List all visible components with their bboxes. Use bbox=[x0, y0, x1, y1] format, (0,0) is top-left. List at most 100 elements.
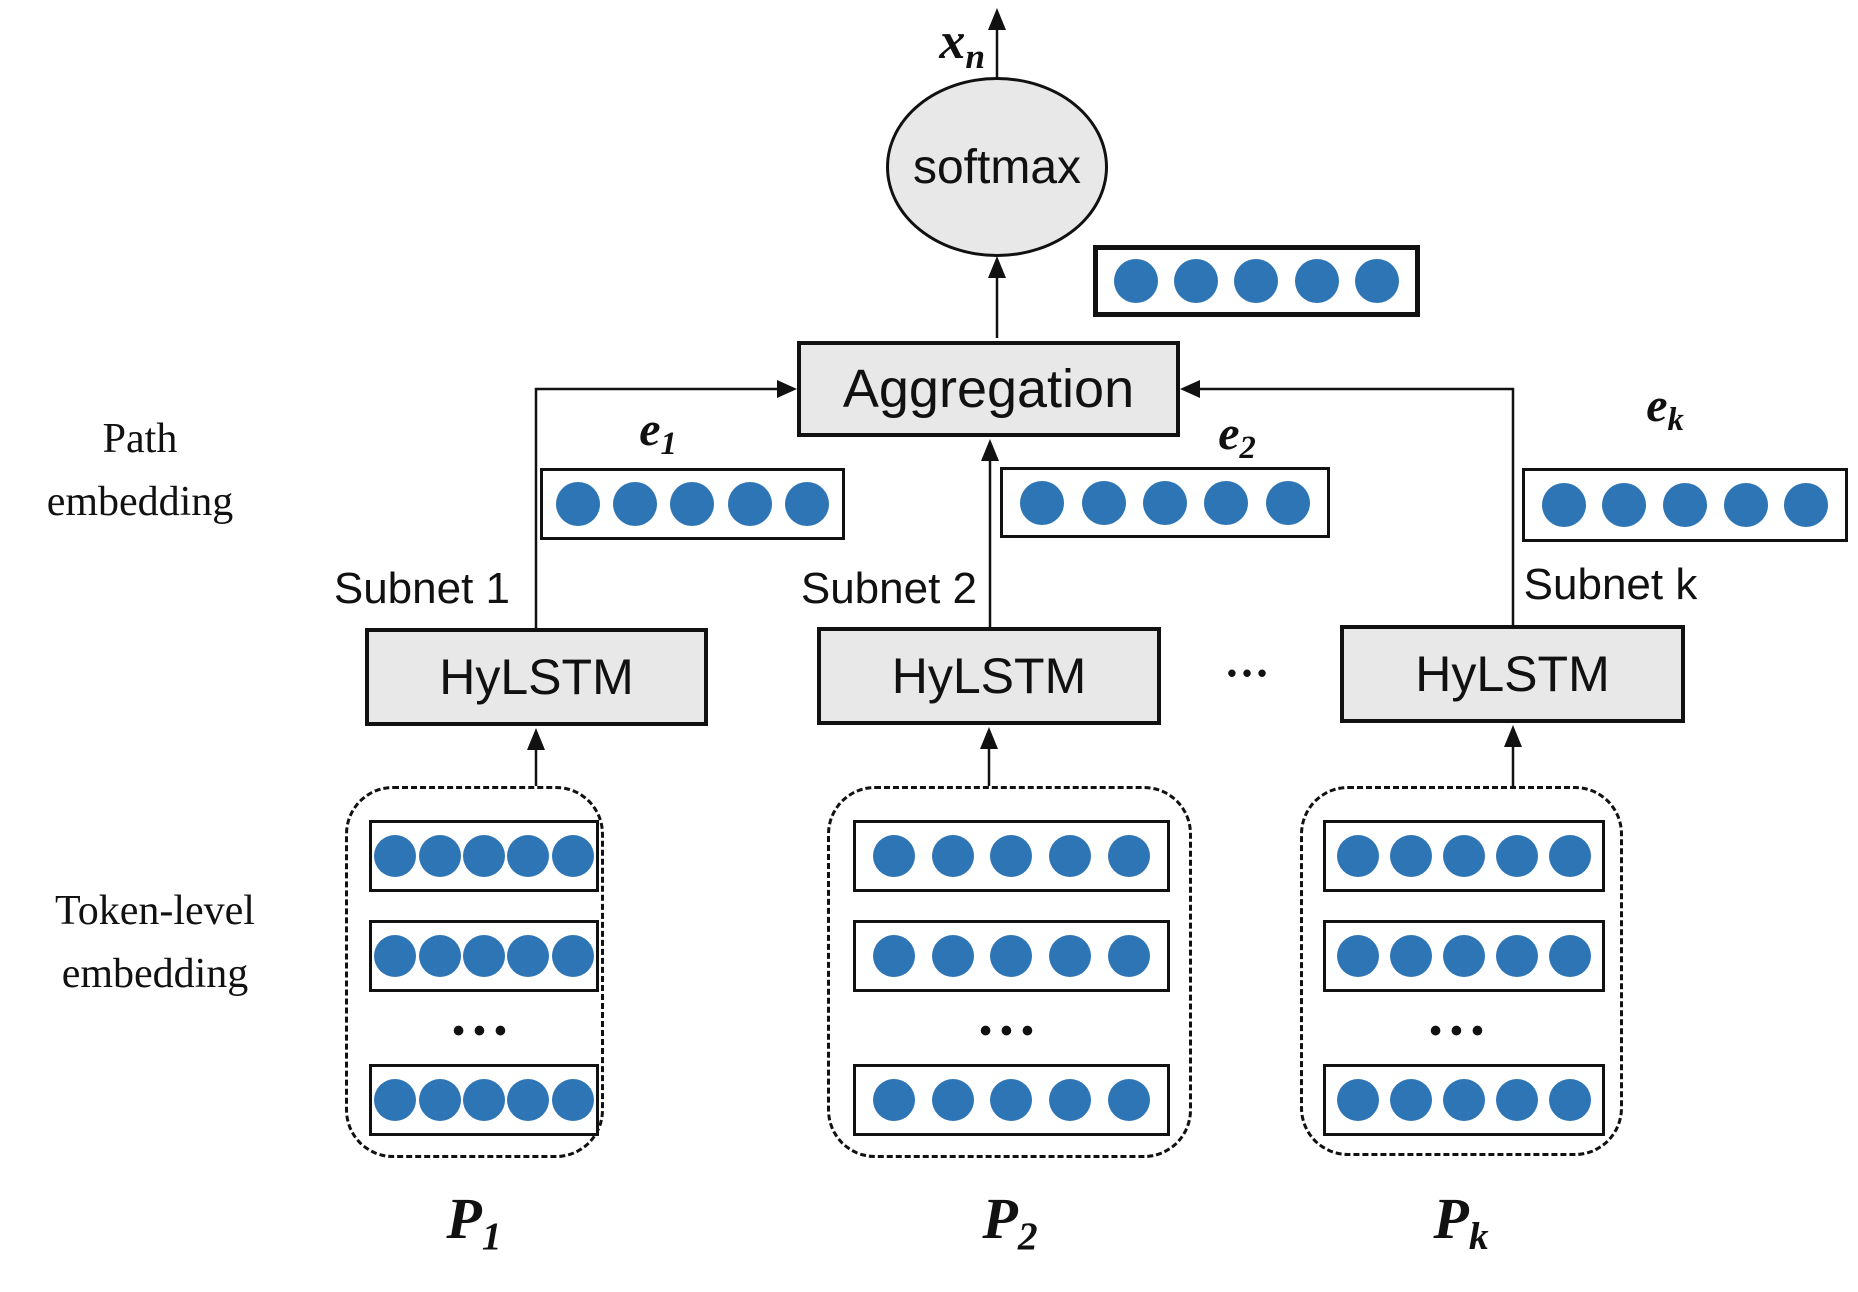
arrow-path1-to-hylstm1 bbox=[527, 728, 545, 786]
embedding-dot bbox=[1784, 483, 1829, 527]
embedding-dot bbox=[784, 482, 829, 526]
hylstm-2-label: HyLSTM bbox=[891, 648, 1087, 704]
hylstm-box-k: HyLSTM bbox=[1340, 625, 1685, 723]
subnet-2-label: Subnet 2 bbox=[800, 564, 977, 613]
subnet-1-label: Subnet 1 bbox=[333, 564, 510, 613]
aggregation-box: Aggregation bbox=[797, 341, 1180, 437]
embedding-dot bbox=[1496, 1079, 1538, 1121]
embedding-dot bbox=[1204, 480, 1249, 525]
embedding-dot bbox=[1337, 935, 1379, 977]
embedding-dot bbox=[872, 835, 915, 877]
embedding-dot bbox=[1294, 259, 1339, 303]
path-embedding-label-line2: embedding bbox=[46, 479, 234, 525]
embedding-dot bbox=[1108, 835, 1151, 877]
softmax-node: softmax bbox=[886, 77, 1108, 257]
embedding-dot bbox=[1723, 483, 1768, 527]
output-variable-subscript: n bbox=[965, 35, 985, 76]
embedding-dot bbox=[507, 835, 550, 877]
embedding-dot bbox=[374, 835, 417, 877]
subnet-k-label: Subnet k bbox=[1523, 560, 1698, 609]
token-ellipsis-2: ••• bbox=[979, 1012, 1043, 1050]
embedding-dot bbox=[1662, 483, 1707, 527]
path-label-p1: P1 bbox=[394, 1185, 554, 1259]
token-ellipsis-k: ••• bbox=[1429, 1012, 1493, 1050]
embedding-dot bbox=[1049, 835, 1092, 877]
path-embedding-vector-k bbox=[1522, 468, 1848, 542]
embedding-dot bbox=[1549, 835, 1591, 877]
embedding-dot bbox=[1541, 483, 1586, 527]
aggregated-output-vector bbox=[1093, 245, 1420, 317]
path-label-p2: P2 bbox=[930, 1185, 1090, 1259]
arrow-aggregation-to-softmax bbox=[988, 256, 1006, 338]
arrow-pathk-to-hylstmk bbox=[1504, 725, 1522, 786]
e2-subscript: 2 bbox=[1239, 430, 1256, 467]
embedding-dot bbox=[1390, 1079, 1432, 1121]
path-embedding-vector-2 bbox=[1000, 467, 1330, 538]
pk-subscript: k bbox=[1468, 1214, 1489, 1259]
embedding-dot bbox=[507, 935, 550, 977]
arrow-path2-to-hylstm2 bbox=[980, 727, 998, 786]
embedding-dot bbox=[1337, 835, 1379, 877]
softmax-label: softmax bbox=[912, 140, 1082, 194]
embedding-dot bbox=[613, 482, 658, 526]
embedding-dot bbox=[418, 835, 461, 877]
embedding-dot bbox=[462, 835, 505, 877]
embedding-dot bbox=[1549, 935, 1591, 977]
connector-subnetk-to-aggregation bbox=[1180, 380, 1515, 625]
token-vector-k-1 bbox=[1323, 820, 1605, 892]
path-embedding-label-e1: e1 bbox=[608, 402, 708, 463]
output-variable-base: x bbox=[939, 13, 966, 70]
embedding-dot bbox=[374, 935, 417, 977]
embedding-dot bbox=[1234, 259, 1279, 303]
embedding-dot bbox=[1108, 1079, 1151, 1121]
embedding-dot bbox=[1496, 835, 1538, 877]
hylstm-1-label: HyLSTM bbox=[439, 649, 634, 705]
embedding-dot bbox=[1108, 935, 1151, 977]
embedding-dot bbox=[931, 935, 974, 977]
embedding-dot bbox=[1496, 935, 1538, 977]
embedding-dot bbox=[1049, 935, 1092, 977]
path-embedding-label-e2: e2 bbox=[1187, 406, 1287, 467]
ek-base: e bbox=[1646, 379, 1668, 432]
embedding-dot bbox=[670, 482, 715, 526]
embedding-dot bbox=[990, 935, 1033, 977]
embedding-dot bbox=[1549, 1079, 1591, 1121]
hylstm-box-1: HyLSTM bbox=[365, 628, 708, 726]
token-vector-2-n bbox=[853, 1064, 1170, 1136]
connector-subnet1-to-aggregation bbox=[534, 380, 797, 628]
token-vector-k-n bbox=[1323, 1064, 1605, 1136]
embedding-dot bbox=[551, 835, 594, 877]
token-embedding-section-label: Token-level embedding bbox=[10, 880, 300, 1006]
path-label-pk: Pk bbox=[1381, 1185, 1541, 1259]
token-embedding-label-line2: embedding bbox=[61, 951, 249, 997]
embedding-dot bbox=[990, 835, 1033, 877]
token-embedding-label-line1: Token-level bbox=[55, 888, 255, 934]
embedding-dot bbox=[418, 1079, 461, 1121]
embedding-dot bbox=[507, 1079, 550, 1121]
path-embedding-label-ek: ek bbox=[1615, 378, 1715, 439]
e1-subscript: 1 bbox=[660, 426, 677, 463]
arrow-subnet2-to-aggregation bbox=[981, 439, 999, 627]
embedding-dot bbox=[872, 935, 915, 977]
embedding-dot bbox=[1354, 259, 1399, 303]
embedding-dot bbox=[990, 1079, 1033, 1121]
e2-base: e bbox=[1218, 407, 1240, 460]
embedding-dot bbox=[551, 935, 594, 977]
embedding-dot bbox=[1390, 935, 1432, 977]
hylstm-box-2: HyLSTM bbox=[817, 627, 1161, 725]
embedding-dot bbox=[462, 935, 505, 977]
token-vector-1-2 bbox=[369, 920, 599, 992]
embedding-dot bbox=[374, 1079, 417, 1121]
token-vector-2-2 bbox=[853, 920, 1170, 992]
output-variable-label: xn bbox=[897, 12, 985, 77]
embedding-dot bbox=[1390, 835, 1432, 877]
embedding-dot bbox=[1174, 259, 1219, 303]
ek-subscript: k bbox=[1667, 402, 1684, 439]
path-embedding-vector-1 bbox=[540, 468, 845, 540]
p2-base: P bbox=[982, 1186, 1018, 1251]
embedding-dot bbox=[1602, 483, 1647, 527]
embedding-dot bbox=[872, 1079, 915, 1121]
embedding-dot bbox=[418, 935, 461, 977]
hylstm-k-label: HyLSTM bbox=[1415, 646, 1610, 702]
